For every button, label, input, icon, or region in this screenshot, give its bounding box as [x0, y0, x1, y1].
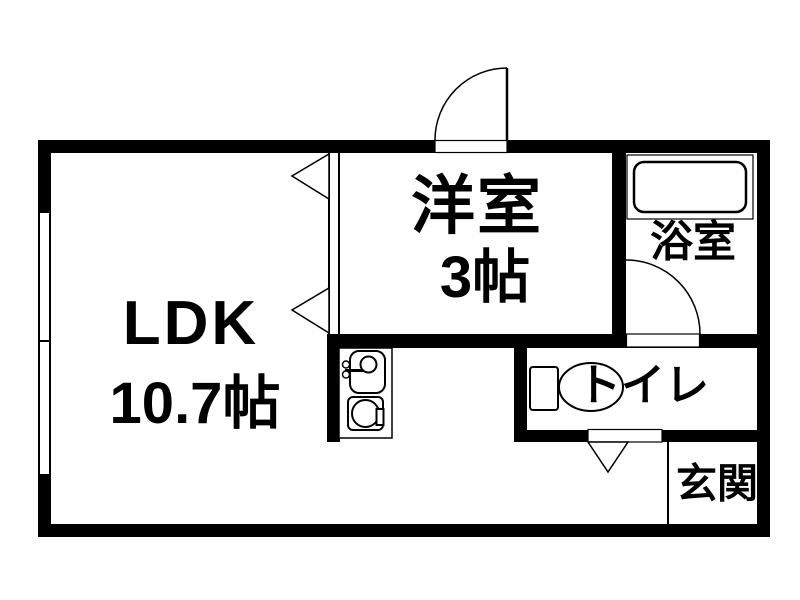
stove-grip — [375, 408, 385, 426]
bath-door-arc — [625, 259, 701, 335]
partition-door-triangle-bottom — [290, 286, 330, 335]
faucet-knob-bottom — [341, 370, 351, 379]
wall-top-left — [38, 140, 435, 153]
window-cap-top — [38, 211, 51, 213]
window-icon — [38, 211, 40, 476]
partition-line-left — [328, 153, 330, 334]
balcony-door-opening — [434, 139, 508, 154]
wall-toilet-left — [514, 348, 527, 442]
western-room-label: 洋室 — [411, 170, 543, 242]
toilet-label: トイレ — [577, 361, 709, 410]
bath-door-opening — [625, 333, 701, 348]
balcony-door-arc — [434, 67, 508, 141]
wall-bottom — [38, 524, 770, 537]
faucet-knob-top — [341, 360, 351, 369]
wall-kitchen-stub — [327, 348, 340, 442]
window-cap-bottom — [38, 474, 51, 476]
ldk-room-label: LDK — [122, 289, 260, 358]
window-mid-tick — [38, 340, 51, 342]
ldk-room-size: 10.7帖 — [109, 371, 281, 436]
entrance-step-line — [667, 442, 669, 524]
bathtub-icon — [632, 160, 748, 214]
stove-burner-icon — [351, 399, 380, 428]
toilet-door-opening — [587, 428, 663, 443]
bathroom-label: 浴室 — [650, 218, 736, 267]
wall-left-lower — [38, 476, 51, 524]
toilet-tank — [529, 366, 559, 411]
wall-right — [757, 153, 770, 524]
western-room-size: 3帖 — [439, 245, 531, 310]
partition-line-right — [338, 153, 340, 334]
wall-bath-left — [612, 153, 626, 334]
faucet-head — [359, 355, 378, 374]
toilet-bowl — [558, 362, 624, 412]
toilet-door-triangle — [586, 441, 630, 474]
partition-door-triangle-top — [290, 152, 330, 201]
entrance-label: 玄関 — [676, 460, 758, 507]
window-icon — [49, 211, 51, 476]
bathtub-alcove — [626, 154, 754, 220]
wall-top-right — [507, 140, 770, 153]
wall-left-upper — [38, 153, 51, 211]
